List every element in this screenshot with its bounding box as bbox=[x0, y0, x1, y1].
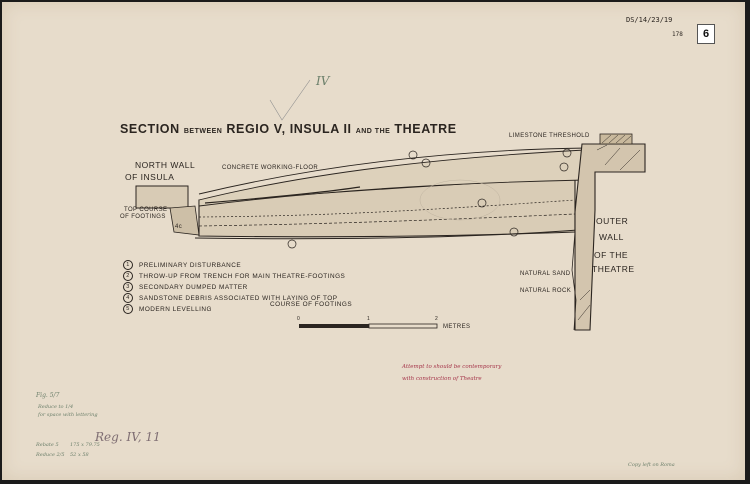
natural-rock-edge bbox=[571, 231, 577, 331]
threshold-block bbox=[599, 133, 633, 145]
outer-wall-hatch bbox=[577, 144, 641, 321]
outer-theatre-wall bbox=[574, 143, 646, 331]
pencil-ring bbox=[419, 179, 501, 221]
drawing-title: SECTION BETWEEN REGIO V, INSULA II AND T… bbox=[120, 122, 457, 136]
pencil-note-dimensions: 175 x 79.75 bbox=[70, 442, 100, 448]
red-note-line-1: Attempt to should be contemporary bbox=[402, 364, 502, 370]
scale-tick-2: 2 bbox=[435, 316, 438, 322]
label-of-the: OF THE bbox=[594, 250, 629, 260]
scale-bar bbox=[299, 323, 438, 329]
label-of-insula: OF INSULA bbox=[125, 172, 175, 182]
label-north-wall: NORTH WALL bbox=[135, 160, 196, 170]
north-wall-block bbox=[135, 185, 189, 209]
label-of-footings: OF FOOTINGS bbox=[120, 214, 166, 220]
stratum-5 bbox=[198, 147, 589, 195]
archive-subreference: 178 bbox=[672, 31, 683, 38]
pencil-note-dimensions-2: 52 x 58 bbox=[70, 452, 89, 458]
layer-marker bbox=[421, 158, 431, 168]
sheet-number-tag: 6 bbox=[697, 24, 715, 44]
label-4c: 4c bbox=[175, 224, 183, 230]
pencil-note-fig: Fig. 5/7 bbox=[36, 392, 60, 399]
label-top-course: TOP COURSE bbox=[124, 207, 168, 213]
label-limestone-threshold: LIMESTONE THRESHOLD bbox=[509, 133, 590, 139]
bottom-line bbox=[194, 229, 579, 240]
layer-marker bbox=[562, 148, 572, 158]
pencil-note-reg: Reg. IV, 11 bbox=[95, 430, 161, 444]
stratum-2-line bbox=[198, 213, 576, 227]
pencil-note-reduce-2: Reduce 2/5 bbox=[36, 452, 65, 458]
red-note-line-2: with construction of Theatre bbox=[402, 376, 482, 382]
layer-markers bbox=[287, 148, 572, 249]
scale-tick-1: 1 bbox=[367, 316, 370, 322]
pencil-note-rebate: Rebate 5 bbox=[36, 442, 59, 448]
label-theatre: THEATRE bbox=[592, 264, 635, 274]
pencil-roman-annotation: IV bbox=[316, 74, 330, 88]
pencil-note-reduce: Reduce to 1/4 bbox=[38, 404, 74, 410]
legend-item-continuation: COURSE OF FOOTINGS bbox=[270, 301, 353, 308]
threshold-hatch bbox=[601, 134, 632, 144]
layer-marker bbox=[559, 162, 569, 172]
layer-marker bbox=[477, 198, 487, 208]
scale-unit: METRES bbox=[443, 324, 471, 330]
archive-reference: DS/14/23/19 bbox=[626, 16, 673, 24]
pencil-note-space: for space with lettering bbox=[38, 412, 98, 418]
label-natural-rock: NATURAL ROCK bbox=[520, 288, 572, 294]
layer-marker bbox=[287, 239, 297, 249]
label-outer: OUTER bbox=[596, 216, 629, 226]
north-wall-footing bbox=[169, 205, 200, 236]
drawing-sheet bbox=[2, 2, 745, 480]
stratum-3-line bbox=[198, 199, 576, 218]
concrete-floor-line bbox=[204, 186, 361, 204]
label-natural-sand: NATURAL SAND bbox=[520, 271, 571, 277]
label-concrete-floor: CONCRETE WORKING-FLOOR bbox=[222, 165, 319, 171]
pencil-note-copy: Copy left on Roma bbox=[628, 462, 675, 468]
scale-tick-0: 0 bbox=[297, 316, 300, 322]
label-wall: WALL bbox=[599, 232, 624, 242]
layer-marker bbox=[408, 150, 418, 160]
layer-marker bbox=[509, 227, 519, 237]
pencil-check-mark bbox=[269, 79, 311, 121]
